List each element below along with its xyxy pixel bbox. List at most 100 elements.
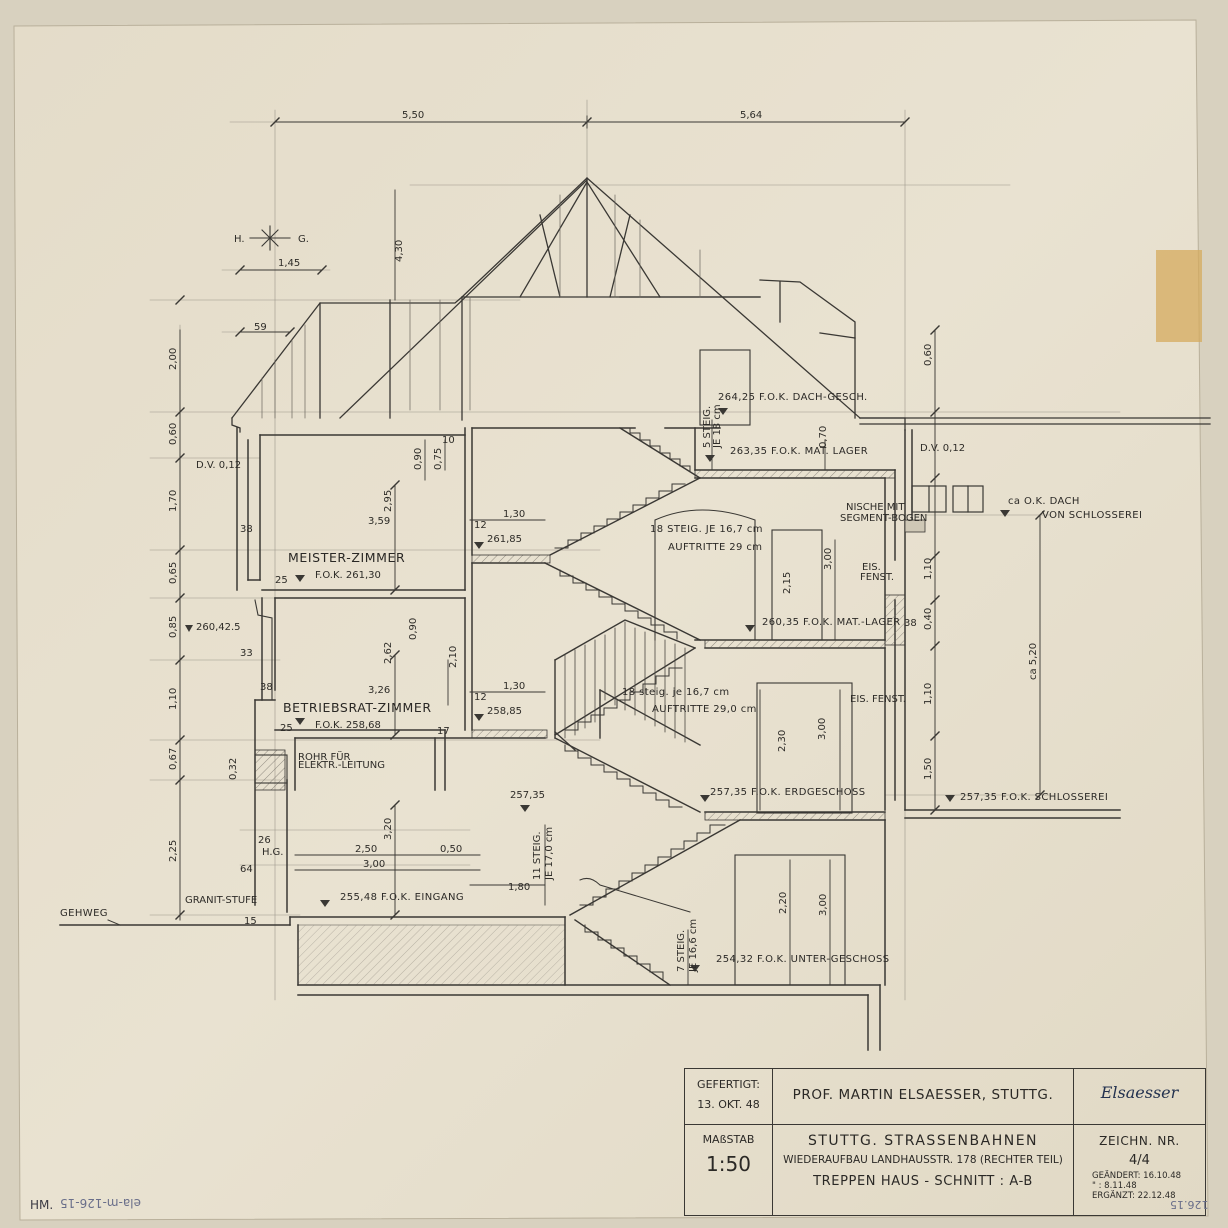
- level-mat-lager: 260,35 F.O.K. MAT.-LAGER: [762, 617, 901, 628]
- left-dim-4: 0,85: [168, 616, 179, 638]
- tb-signature-cell: Elsaesser: [1073, 1069, 1205, 1125]
- level-26042: 260,42.5: [196, 622, 241, 633]
- tb-geaendert-1: GEÄNDERT: 16.10.48: [1092, 1171, 1182, 1181]
- n12a: 12: [474, 520, 487, 531]
- n38c: 38: [904, 618, 917, 629]
- note-ok-dach-2: VON SCHLOSSEREI: [1042, 510, 1142, 521]
- stair-run2-a: 18 steig. je 16,7 cm: [622, 687, 729, 698]
- dim-210: 2,10: [448, 646, 459, 668]
- tb-gefertigt-date: 13. OKT. 48: [697, 1098, 760, 1111]
- dim-300: 3,00: [363, 859, 385, 870]
- dim-359: 3,59: [368, 516, 390, 527]
- note-dv-left: D.V. 0,12: [196, 460, 241, 471]
- tb-architect: PROF. MARTIN ELSAESSER, STUTTG.: [792, 1087, 1054, 1103]
- right-dim-2: 0,40: [923, 608, 934, 630]
- tb-massstab-cell: MAßSTAB 1:50: [685, 1125, 773, 1215]
- stair-run1-a: 18 STEIG. JE 16,7 cm: [650, 524, 763, 535]
- stair-top-a: 5 STEIG.: [702, 406, 713, 448]
- dim-070: 0,70: [818, 426, 829, 448]
- tb-project-cell: STUTTG. STRASSENBAHNEN WIEDERAUFBAU LAND…: [773, 1125, 1073, 1215]
- level-mat-lager-top: 263,35 F.O.K. MAT. LAGER: [730, 446, 868, 457]
- tb-massstab-value: 1:50: [706, 1152, 751, 1176]
- right-dim-4: 1,50: [923, 758, 934, 780]
- note-nische: NISCHE MIT: [846, 502, 905, 513]
- note-eis-fenst-1b: FENST.: [860, 572, 894, 583]
- tb-zeichn-value: 4/4: [1129, 1153, 1150, 1168]
- dim-320: 3,20: [383, 818, 394, 840]
- left-dim-8: 2,25: [168, 840, 179, 862]
- right-dim-3: 1,10: [923, 683, 934, 705]
- level-26185: 261,85: [487, 534, 522, 545]
- tb-geaendert-2: " : 8.11.48: [1092, 1181, 1137, 1191]
- dim-220: 2,20: [778, 892, 789, 914]
- note-eis-fenst-1: EIS.: [862, 562, 881, 573]
- left-dim-0: 2,00: [168, 348, 179, 370]
- dim-250: 2,50: [355, 844, 377, 855]
- tb-ergaenzt: ERGÄNZT: 22.12.48: [1092, 1191, 1176, 1201]
- dim-090: 0,90: [413, 448, 424, 470]
- title-block: GEFERTIGT: 13. OKT. 48 PROF. MARTIN ELSA…: [684, 1068, 1206, 1216]
- archive-corner: 126.15: [1170, 1198, 1209, 1211]
- dim-230: 2,30: [777, 730, 788, 752]
- tb-project-3: TREPPEN HAUS - SCHNITT : A-B: [813, 1174, 1033, 1189]
- stair-run1-b: AUFTRITTE 29 cm: [668, 542, 762, 553]
- archive-inventory: ela-m-126-15: [60, 1196, 141, 1210]
- tb-project-1: STUTTG. STRASSENBAHNEN: [807, 1133, 1039, 1149]
- dim-180: 1,80: [508, 882, 530, 893]
- tb-gefertigt-cell: GEFERTIGT: 13. OKT. 48: [685, 1069, 773, 1125]
- level-erdgeschoss: 257,35 F.O.K. ERDGESCHOSS: [710, 787, 866, 798]
- dim-300d: 3,00: [818, 894, 829, 916]
- legend-g: G.: [298, 234, 309, 245]
- dim-left-span: 5,50: [402, 110, 424, 121]
- dim-262: 2,62: [383, 642, 394, 664]
- n10: 10: [442, 435, 455, 446]
- legend-h: H.: [234, 234, 245, 245]
- note-rohr-2: ELEKTR.-LEITUNG: [298, 760, 385, 771]
- stair-bottom-b: JE 16,6 cm: [688, 919, 699, 973]
- tape-mark: [1156, 250, 1202, 342]
- level-unter: 254,32 F.O.K. UNTER-GESCHOSS: [716, 954, 889, 965]
- note-hg: H.G.: [262, 847, 283, 858]
- stair-lower-a: 11 STEIG.: [532, 831, 543, 880]
- note-granit: GRANIT-STUFE: [185, 895, 257, 906]
- dim-215: 2,15: [782, 572, 793, 594]
- left-dim-3: 0,65: [168, 562, 179, 584]
- tb-project-2: WIEDERAUFBAU LANDHAUSSTR. 178 (RECHTER T…: [783, 1154, 1063, 1166]
- note-nische-2: SEGMENT-BOGEN: [840, 513, 927, 524]
- stair-bottom-a: 7 STEIG.: [676, 930, 687, 972]
- n17: 17: [437, 726, 450, 737]
- dim-326: 3,26: [368, 685, 390, 696]
- right-dim-1: 1,10: [923, 558, 934, 580]
- left-dim-5: 1,10: [168, 688, 179, 710]
- dim-ridge: 4,30: [394, 240, 405, 262]
- n38a: 38: [240, 524, 253, 535]
- room-meister-fok: F.O.K. 261,30: [315, 570, 381, 581]
- right-dim-0: 0,60: [923, 344, 934, 366]
- dim-090b: 0,90: [408, 618, 419, 640]
- level-25885: 258,85: [487, 706, 522, 717]
- n26: 26: [258, 835, 271, 846]
- room-meister: MEISTER-ZIMMER: [288, 550, 405, 565]
- dim-300c: 3,00: [817, 718, 828, 740]
- archive-left-mark: HM.: [30, 1198, 54, 1212]
- room-betriebsrat-fok: F.O.K. 258,68: [315, 720, 381, 731]
- stair-top-b: JE 18 cm: [712, 404, 723, 449]
- note-gehweg: GEHWEG: [60, 908, 108, 919]
- level-eingang: 255,48 F.O.K. EINGANG: [340, 892, 464, 903]
- note-dv-right: D.V. 0,12: [920, 443, 965, 454]
- dim-295: 2,95: [383, 490, 394, 512]
- stair-run2-b: AUFTRITTE 29,0 cm: [652, 704, 757, 715]
- note-rohr-1: ROHR FÜR: [298, 750, 351, 763]
- tb-signature: Elsaesser: [1100, 1083, 1179, 1102]
- dim-right-span: 5,64: [740, 110, 762, 121]
- paper-sheet: [13, 19, 1209, 1221]
- note-eis-fenst-2: EIS. FENST.: [850, 694, 906, 705]
- tb-gefertigt-label: GEFERTIGT:: [697, 1078, 760, 1091]
- left-dim-2: 1,70: [168, 490, 179, 512]
- tb-architect-cell: PROF. MARTIN ELSAESSER, STUTTG.: [773, 1069, 1073, 1125]
- dim-145: 1,45: [278, 258, 300, 269]
- dim-130b: 1,30: [503, 681, 525, 692]
- n15: 15: [244, 916, 257, 927]
